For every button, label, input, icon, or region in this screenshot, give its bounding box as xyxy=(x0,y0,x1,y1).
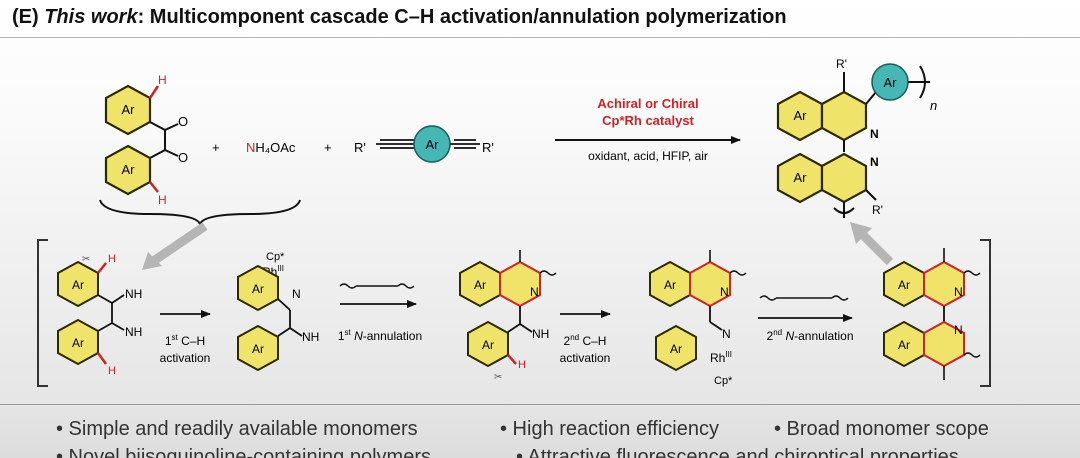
atom-n: N xyxy=(530,285,539,299)
wavy-bond xyxy=(759,295,777,301)
ring-label-ar: Ar xyxy=(884,75,898,90)
step3-label: 2nd C–H xyxy=(564,333,607,348)
scheme-canvas: Ar H O O Ar H + NH₄OAc + R' xyxy=(37,57,991,387)
wavy-bond xyxy=(339,283,357,289)
atom-n: N xyxy=(870,155,879,169)
scissors-icon: ✂ xyxy=(494,372,502,383)
pyridine-ring xyxy=(820,152,868,204)
pyridine-ring xyxy=(820,90,868,142)
gray-arrow-down xyxy=(149,222,208,266)
gray-arrowhead xyxy=(850,222,872,244)
atom-n: N xyxy=(870,127,879,141)
title-prefix: (E) xyxy=(12,6,45,28)
bracket-right xyxy=(980,239,991,387)
rh-label: RhIII xyxy=(710,350,732,365)
atom-h: H xyxy=(158,73,167,87)
bullet-polymers: • Novel biisoquinoline-containing polyme… xyxy=(56,446,431,458)
substituent-r: R' xyxy=(354,140,366,155)
monomer-brace xyxy=(99,199,301,227)
ring-label-ar: Ar xyxy=(72,336,84,350)
atom-h: H xyxy=(108,365,116,377)
atom-h: H xyxy=(108,253,116,265)
ring-label-ar: Ar xyxy=(898,338,910,352)
ring-label-ar: Ar xyxy=(794,170,808,185)
benzene-ring-top: Ar xyxy=(104,84,152,136)
benzene-ring-bottom: Ar xyxy=(104,144,152,196)
plus-sign: + xyxy=(212,140,220,155)
step3-label-2: activation xyxy=(560,351,611,365)
scissors-icon: ✂ xyxy=(82,254,90,265)
ring-label-ar: Ar xyxy=(426,137,440,152)
cp-star: Cp* xyxy=(714,375,733,387)
step2-label: 1st N-annulation xyxy=(338,328,422,343)
ammonium-acetate: NH₄OAc xyxy=(246,140,296,155)
wavy-bond xyxy=(831,295,849,301)
step1-label: 1st C–H xyxy=(165,333,205,348)
atom-n: N xyxy=(954,323,963,337)
imine-nh: NH xyxy=(302,330,319,344)
catalyst-label-1: Achiral or Chiral xyxy=(597,96,698,111)
gray-arrow-up xyxy=(856,228,894,266)
substituent-r: R' xyxy=(872,203,883,217)
gray-arrowhead xyxy=(142,252,162,270)
title-rest: : Multicomponent cascade C–H activation/… xyxy=(137,6,787,28)
atom-h: H xyxy=(518,359,526,371)
step1-label-2: activation xyxy=(160,351,211,365)
bracket-left xyxy=(37,239,48,387)
atom-n: N xyxy=(722,327,731,341)
polymer-product: Ar N R' Ar n Ar N R' xyxy=(776,57,937,218)
plus-sign: + xyxy=(324,140,332,155)
atom-n: N xyxy=(954,285,963,299)
dialkyne-monomer: R' Ar R' xyxy=(354,125,494,163)
bullet-scope: • Broad monomer scope xyxy=(774,418,989,440)
intermediate-diimine: Ar H ✂ NH NH Ar H xyxy=(57,253,142,377)
imine-nh: NH xyxy=(125,287,142,301)
bullet-properties: • Attractive fluorescence and chiroptica… xyxy=(516,446,959,458)
biisoquinoline-product: Ar N Ar N xyxy=(883,248,981,380)
ring-label-ar: Ar xyxy=(670,342,682,356)
imine-nh: NH xyxy=(532,327,549,341)
title-divider xyxy=(0,37,1080,38)
repeat-unit-n: n xyxy=(930,98,937,113)
atom-h: H xyxy=(158,193,167,207)
bullet-monomers: • Simple and readily available monomers xyxy=(56,418,418,440)
ring-label-ar: Ar xyxy=(794,108,808,123)
ring-label-ar: Ar xyxy=(482,338,494,352)
wavy-bond xyxy=(397,283,415,289)
intermediate-isoquinoline: Ar N NH Ar H ✂ xyxy=(459,250,557,383)
atom-o: O xyxy=(178,150,188,165)
atom-n: N xyxy=(720,285,729,299)
step4-label: 2nd N-annulation xyxy=(767,328,854,343)
intermediate-rhodacycle-2: Ar N N Ar RhIII Cp* xyxy=(649,250,747,387)
cp-star: Cp* xyxy=(266,251,285,263)
ring-label-ar: Ar xyxy=(898,278,910,292)
ring-label-ar: Ar xyxy=(252,342,264,356)
substituent-r: R' xyxy=(482,140,494,155)
dione-monomer: Ar H O O Ar H xyxy=(99,73,301,227)
panel-title: (E) This work: Multicomponent cascade C–… xyxy=(12,6,787,29)
intermediate-rhodacycle: Cp* RhIII Ar N NH Ar xyxy=(237,251,319,372)
ring-label-ar: Ar xyxy=(122,102,136,117)
imine-nh: NH xyxy=(125,325,142,339)
ring-label-ar: Ar xyxy=(664,278,676,292)
atom-o: O xyxy=(178,114,188,129)
catalyst-label-2: Cp*Rh catalyst xyxy=(602,113,694,128)
reaction-conditions: oxidant, acid, HFIP, air xyxy=(588,149,708,163)
bullet-efficiency: • High reaction efficiency xyxy=(500,418,719,440)
ring-label-ar: Ar xyxy=(252,282,264,296)
bullets-divider xyxy=(0,404,1080,405)
title-italic: This work xyxy=(44,6,138,28)
substituent-r: R' xyxy=(836,57,847,71)
atom-n: N xyxy=(292,287,301,301)
ring-label-ar: Ar xyxy=(122,162,136,177)
ring-label-ar: Ar xyxy=(474,278,486,292)
ring-label-ar: Ar xyxy=(72,278,84,292)
